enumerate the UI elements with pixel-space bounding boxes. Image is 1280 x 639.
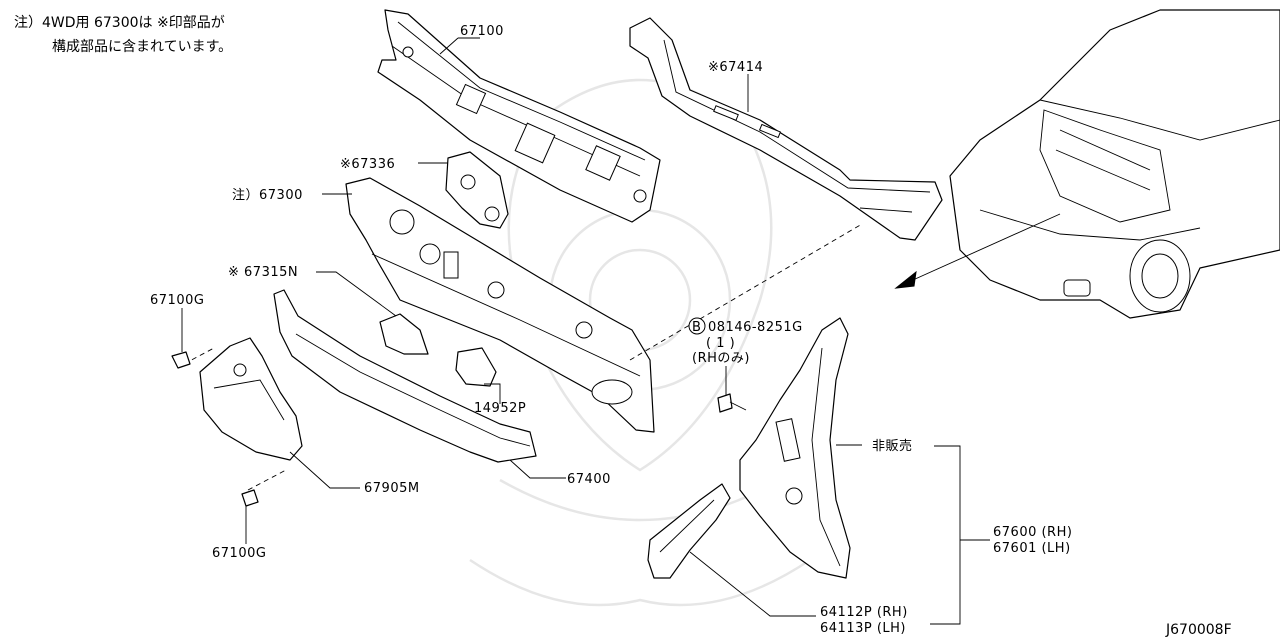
label-67315n: ※ 67315N xyxy=(228,265,298,280)
leader-67400 xyxy=(509,459,566,479)
label-67414: ※67414 xyxy=(708,60,763,75)
label-67100: 67100 xyxy=(460,24,504,39)
label-64113p: 64113P (LH) xyxy=(820,621,906,636)
part-67300-dash-panel xyxy=(345,177,655,433)
label-67336: ※67336 xyxy=(340,157,395,172)
leader-67315n xyxy=(316,271,397,317)
bracket-67600 xyxy=(930,445,961,625)
label-67905m: 67905M xyxy=(364,481,420,496)
part-bolt xyxy=(717,393,747,413)
label-64112p: 64112P (RH) xyxy=(820,605,908,620)
diagram-code: J670008F xyxy=(1165,622,1232,638)
dash-67100g-top xyxy=(183,347,215,365)
label-67600: 67600 (RH) xyxy=(993,525,1072,540)
leader-64112p xyxy=(689,551,816,617)
part-67600-side-panel xyxy=(739,317,851,579)
part-67336-patch xyxy=(445,151,509,229)
label-not-for-sale: 非販売 xyxy=(872,438,913,454)
part-64112p-side-member xyxy=(647,483,731,579)
label-67100g-top: 67100G xyxy=(150,293,204,308)
vehicle-sketch xyxy=(894,9,1280,319)
label-67601: 67601 (LH) xyxy=(993,541,1071,556)
part-67100g-clip-bottom xyxy=(241,489,259,507)
part-67100-cowl-top xyxy=(377,9,661,223)
part-67315n-bracket xyxy=(379,313,429,355)
bolt-symbol-letter: B xyxy=(692,320,701,335)
label-bolt-qty: ( 1 ) xyxy=(706,336,735,351)
part-67100g-clip-top xyxy=(171,351,191,369)
note-line-1: 注）4WD用 67300は ※印部品が xyxy=(14,15,225,31)
label-bolt-side: (RHのみ) xyxy=(692,351,750,366)
part-14952p-clip xyxy=(455,347,497,387)
bolt-symbol: B xyxy=(688,317,706,335)
dash-67100g-bottom xyxy=(247,469,287,491)
part-67905m-insulator xyxy=(199,337,303,461)
leader-14952p xyxy=(484,383,501,404)
note-line-2: 構成部品に含まれています。 xyxy=(52,39,232,55)
label-67100g-bottom: 67100G xyxy=(212,546,266,561)
label-67400: 67400 xyxy=(567,472,611,487)
leader-67100-b xyxy=(439,37,459,55)
leader-67905m xyxy=(289,451,360,489)
part-67400-lower-bar xyxy=(273,289,537,463)
label-14952p: 14952P xyxy=(474,401,526,416)
label-67300: 注）67300 xyxy=(232,188,303,203)
part-67414-reinforcement xyxy=(629,17,943,241)
label-bolt-number: 08146-8251G xyxy=(708,320,803,335)
